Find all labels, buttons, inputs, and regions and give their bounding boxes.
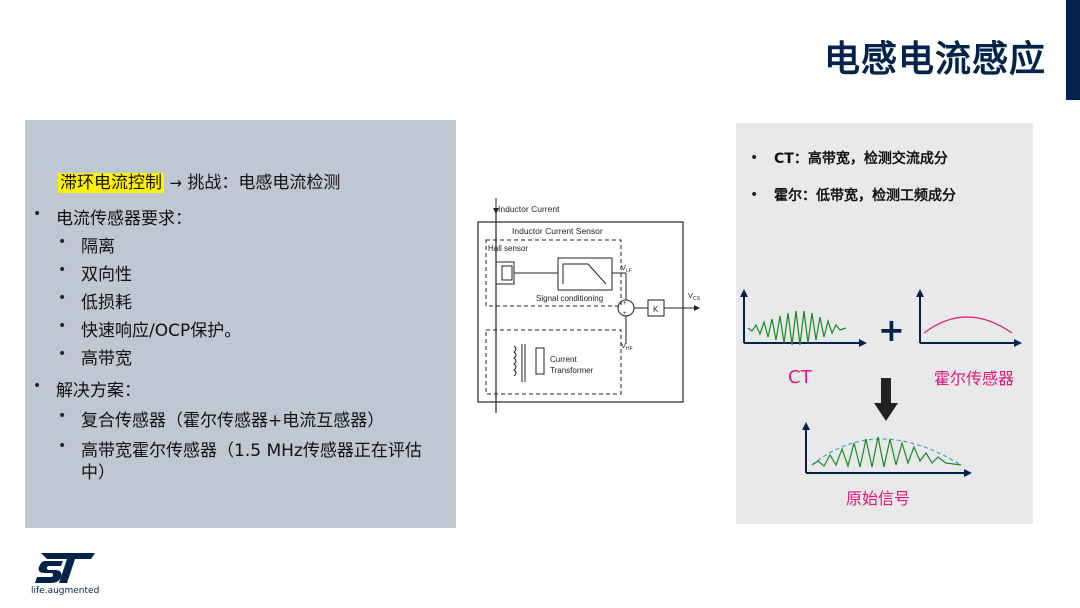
original-wave: [811, 436, 962, 469]
original-signal-label: 原始信号: [846, 489, 911, 508]
plus-sign: +: [623, 311, 627, 317]
ct-bullet: CT：高带宽，检测交流成分: [774, 151, 948, 167]
ct-wave: [747, 310, 847, 346]
accent-bar: [1066, 0, 1080, 100]
st-logo: [35, 553, 95, 583]
down-arrow-icon: [874, 403, 898, 421]
bullet-icon: •: [58, 346, 67, 362]
vlf-label: VLF: [621, 263, 632, 274]
bullet-icon: •: [58, 438, 67, 454]
plus-icon: +: [878, 311, 905, 349]
req-item: 双向性: [81, 265, 132, 285]
bullet-icon: •: [58, 408, 67, 424]
bullet-icon: •: [750, 150, 759, 166]
sensor-box-label: Inductor Current Sensor: [512, 226, 603, 236]
gain-k-label: K: [653, 305, 659, 314]
sol-item-cont: 中）: [81, 463, 115, 483]
highlight-text: 滞环电流控制: [58, 173, 164, 193]
arrow-icon: →: [169, 174, 182, 192]
hall-bullet: 霍尔：低带宽，检测工频成分: [774, 188, 956, 204]
plus-sign: +: [623, 301, 627, 307]
signal-conditioning-box: [557, 257, 613, 291]
sol-title: 解决方案：: [56, 381, 141, 401]
sol-item: 复合传感器（霍尔传感器+电流互感器）: [81, 411, 385, 431]
left-panel: 滞环电流控制 → 挑战：电感电流检测 • 电流传感器要求： • 隔离 • 双向性…: [25, 120, 456, 528]
req-item: 低损耗: [81, 293, 132, 313]
ct-label-2: Transformer: [550, 366, 594, 375]
hall-sensor-label: Hall sensor: [488, 244, 528, 253]
bullet-icon: •: [58, 234, 67, 250]
logo-tagline: life.augmented: [31, 586, 100, 596]
bullet-icon: •: [33, 378, 42, 394]
sensor-block-diagram: Inductor Current Inductor Current Sensor…: [477, 198, 701, 413]
vcs-label: VCS: [688, 291, 701, 302]
signal-conditioning-label: Signal conditioning: [536, 294, 603, 303]
challenge-text: 挑战：电感电流检测: [187, 173, 341, 193]
hall-label: 霍尔传感器: [934, 369, 1015, 388]
bullet-icon: •: [33, 206, 42, 222]
right-panel: • CT：高带宽，检测交流成分 • 霍尔：低带宽，检测工频成分 + CT 霍尔传…: [736, 123, 1033, 524]
vhf-label: VHF: [621, 341, 633, 352]
slide-title: 电感电流感应: [823, 39, 1046, 80]
bullet-icon: •: [58, 318, 67, 334]
ct-dashed-box: [485, 329, 622, 395]
inductor-current-label: Inductor Current: [498, 204, 560, 214]
ct-label: CT: [788, 367, 812, 388]
signal-composition-diagram: +: [740, 289, 1022, 477]
hall-wave: [923, 316, 1013, 334]
challenge-line: 滞环电流控制 → 挑战：电感电流检测: [58, 168, 340, 193]
ct-label-1: Current: [550, 355, 577, 364]
bullet-icon: •: [58, 290, 67, 306]
req-item: 隔离: [81, 237, 115, 257]
bullet-icon: •: [58, 262, 67, 278]
req-item: 快速响应/OCP保护。: [81, 321, 242, 341]
bullet-icon: •: [750, 187, 759, 203]
sensor-box: [477, 221, 684, 403]
req-item: 高带宽: [81, 349, 132, 369]
sol-item: 高带宽霍尔传感器（1.5 MHz传感器正在评估: [81, 441, 422, 461]
req-title: 电流传感器要求：: [56, 209, 192, 229]
